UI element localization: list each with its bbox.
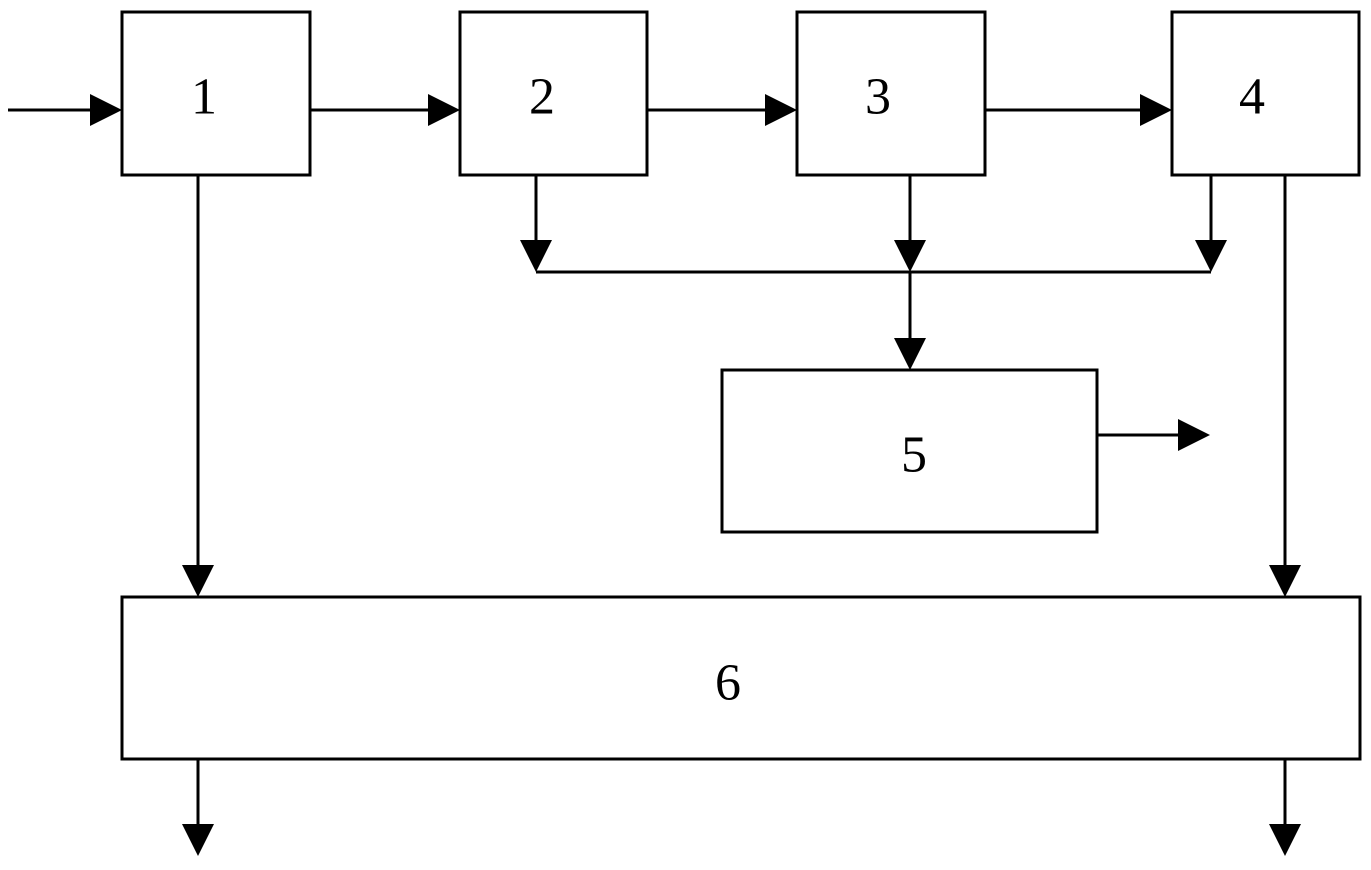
block-6: 6 bbox=[120, 595, 1362, 761]
arrow-1-to-6 bbox=[182, 175, 214, 597]
block-4: 4 bbox=[1170, 10, 1361, 177]
arrowhead-icon bbox=[428, 94, 460, 126]
block-1-label: 1 bbox=[191, 69, 217, 126]
arrowhead-icon bbox=[182, 824, 214, 856]
block-1: 1 bbox=[120, 10, 312, 177]
arrowhead-icon bbox=[520, 240, 552, 272]
block-6-label: 6 bbox=[715, 655, 741, 712]
arrow-3-to-4 bbox=[985, 94, 1172, 126]
block-2-label: 2 bbox=[529, 69, 555, 126]
arrowhead-icon bbox=[765, 94, 797, 126]
arrow-2-to-bus bbox=[520, 175, 552, 272]
block-5: 5 bbox=[720, 368, 1099, 534]
arrow-5-output bbox=[1097, 419, 1210, 451]
arrow-3-to-bus bbox=[894, 175, 926, 272]
block-3-label: 3 bbox=[865, 69, 891, 126]
arrow-4-to-bus bbox=[1195, 175, 1227, 272]
arrowhead-icon bbox=[182, 565, 214, 597]
arrow-6-output-right bbox=[1269, 759, 1301, 856]
input-arrow bbox=[8, 94, 122, 126]
arrowhead-icon bbox=[1269, 565, 1301, 597]
arrowhead-icon bbox=[894, 338, 926, 370]
block-5-label: 5 bbox=[901, 427, 927, 484]
arrow-1-to-2 bbox=[310, 94, 460, 126]
arrow-6-output-left bbox=[182, 759, 214, 856]
arrow-4-to-6 bbox=[1269, 175, 1301, 597]
arrowhead-icon bbox=[90, 94, 122, 126]
arrowhead-icon bbox=[1195, 240, 1227, 272]
arrowhead-icon bbox=[1140, 94, 1172, 126]
block-4-label: 4 bbox=[1239, 69, 1265, 126]
arrowhead-icon bbox=[1269, 824, 1301, 856]
arrowhead-icon bbox=[894, 240, 926, 272]
arrowhead-icon bbox=[1178, 419, 1210, 451]
block-3: 3 bbox=[795, 10, 987, 177]
block-2: 2 bbox=[458, 10, 649, 177]
arrow-2-to-3 bbox=[647, 94, 797, 126]
arrow-bus-to-5 bbox=[894, 272, 926, 370]
